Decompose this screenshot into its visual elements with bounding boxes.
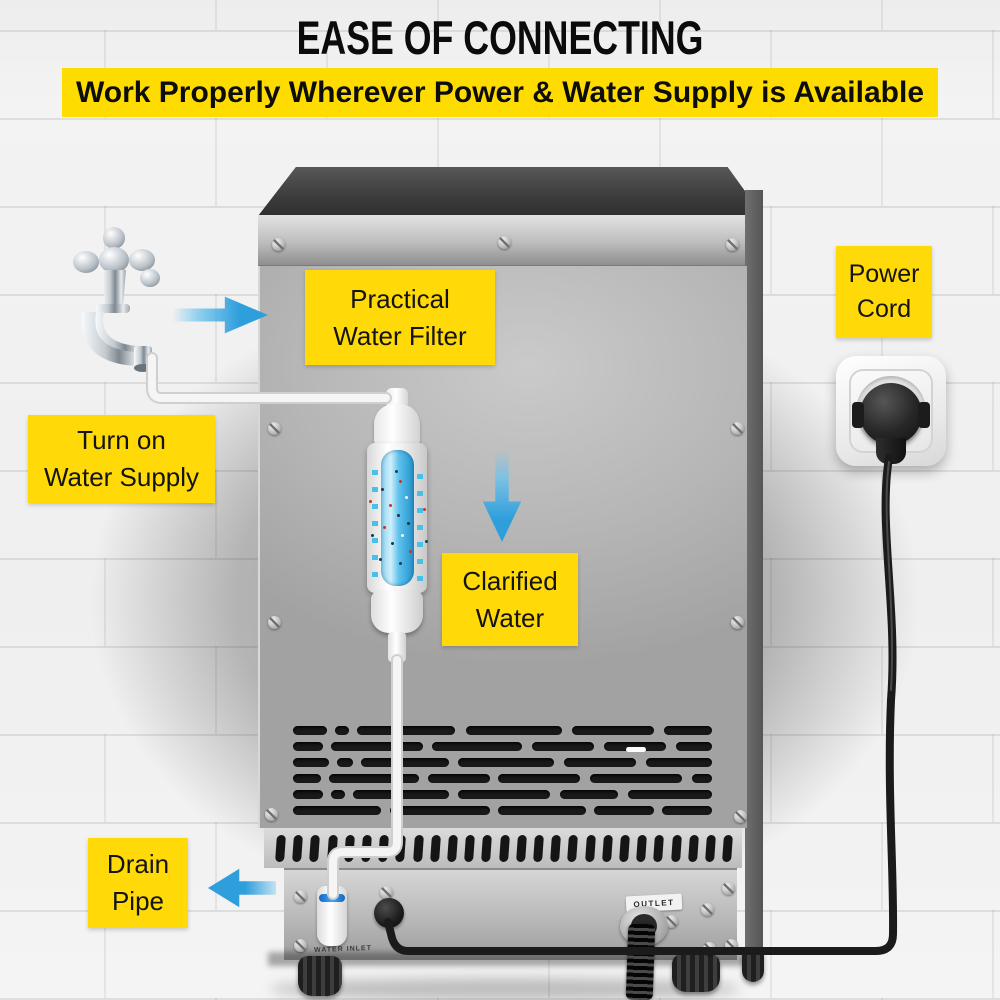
callout-line: Water Supply	[43, 462, 200, 492]
callout-line: Water	[475, 602, 545, 633]
page-title: EASE OF CONNECTING	[296, 11, 704, 64]
callout-clarified-water: Clarified Water	[442, 553, 578, 646]
machine-top-panel	[258, 167, 763, 216]
water-inlet-collar	[319, 894, 345, 902]
drain-hose	[625, 923, 656, 1000]
callout-power-cord: Power Cord	[836, 246, 932, 338]
callout-line: Power	[848, 259, 920, 288]
machine-foot-far-right	[742, 948, 764, 982]
callout-line: Clarified	[462, 565, 558, 596]
callout-line: Water Filter	[333, 320, 467, 351]
plug-neck	[876, 438, 906, 464]
power-cord-connector	[374, 898, 404, 928]
vent-highlight	[626, 747, 646, 752]
power-plug-icon	[860, 383, 922, 445]
machine-foot-left	[298, 956, 342, 996]
callout-line: Turn on	[77, 425, 166, 456]
callout-line: Pipe	[111, 886, 165, 916]
filter-particles	[395, 470, 398, 473]
filter-bottom-nozzle	[388, 632, 406, 662]
plug-wing-right	[918, 402, 930, 428]
floor-shadow	[270, 978, 740, 1000]
callout-line: Drain	[106, 849, 170, 880]
subtitle-text: Work Properly Wherever Power & Water Sup…	[75, 75, 925, 109]
callout-turn-on-water-supply: Turn on Water Supply	[28, 415, 215, 503]
subtitle-banner: Work Properly Wherever Power & Water Sup…	[62, 68, 938, 117]
callout-drain-pipe: Drain Pipe	[88, 838, 188, 928]
faucet-icon	[73, 227, 160, 372]
plug-wing-left	[852, 402, 864, 428]
machine-side-panel	[745, 190, 763, 952]
filter-top-cap	[374, 404, 420, 446]
callout-line: Cord	[856, 295, 912, 323]
filter-ticks-left	[372, 458, 378, 586]
filter-ticks-right	[417, 462, 423, 590]
callout-line: Practical	[350, 283, 450, 314]
machine-foot-right	[672, 954, 720, 992]
filter-bottom-cap	[371, 591, 423, 633]
callout-practical-water-filter: Practical Water Filter	[305, 270, 495, 365]
